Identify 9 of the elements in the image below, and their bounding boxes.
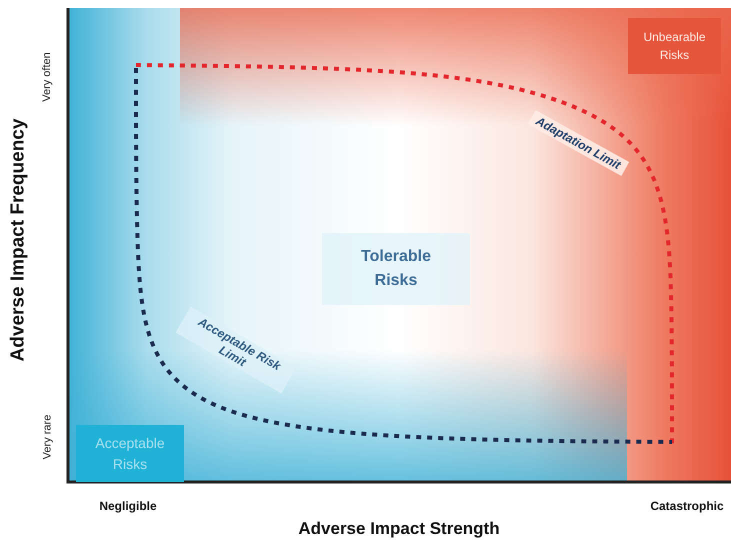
axis-tick-label: Very often xyxy=(41,52,53,102)
risk-zone-label: Unbearable Risks xyxy=(628,18,721,74)
axis-tick-label: Negligible xyxy=(99,499,157,513)
axis-title: Adverse Impact Frequency xyxy=(7,118,29,362)
axis-tick-label: Very rare xyxy=(41,414,53,460)
axis-title: Adverse Impact Strength xyxy=(298,519,500,539)
axis-tick-label: Catastrophic xyxy=(650,499,724,513)
risk-zone-label: Tolerable Risks xyxy=(322,233,470,305)
risk-zone-label: Acceptable Risks xyxy=(76,425,184,482)
